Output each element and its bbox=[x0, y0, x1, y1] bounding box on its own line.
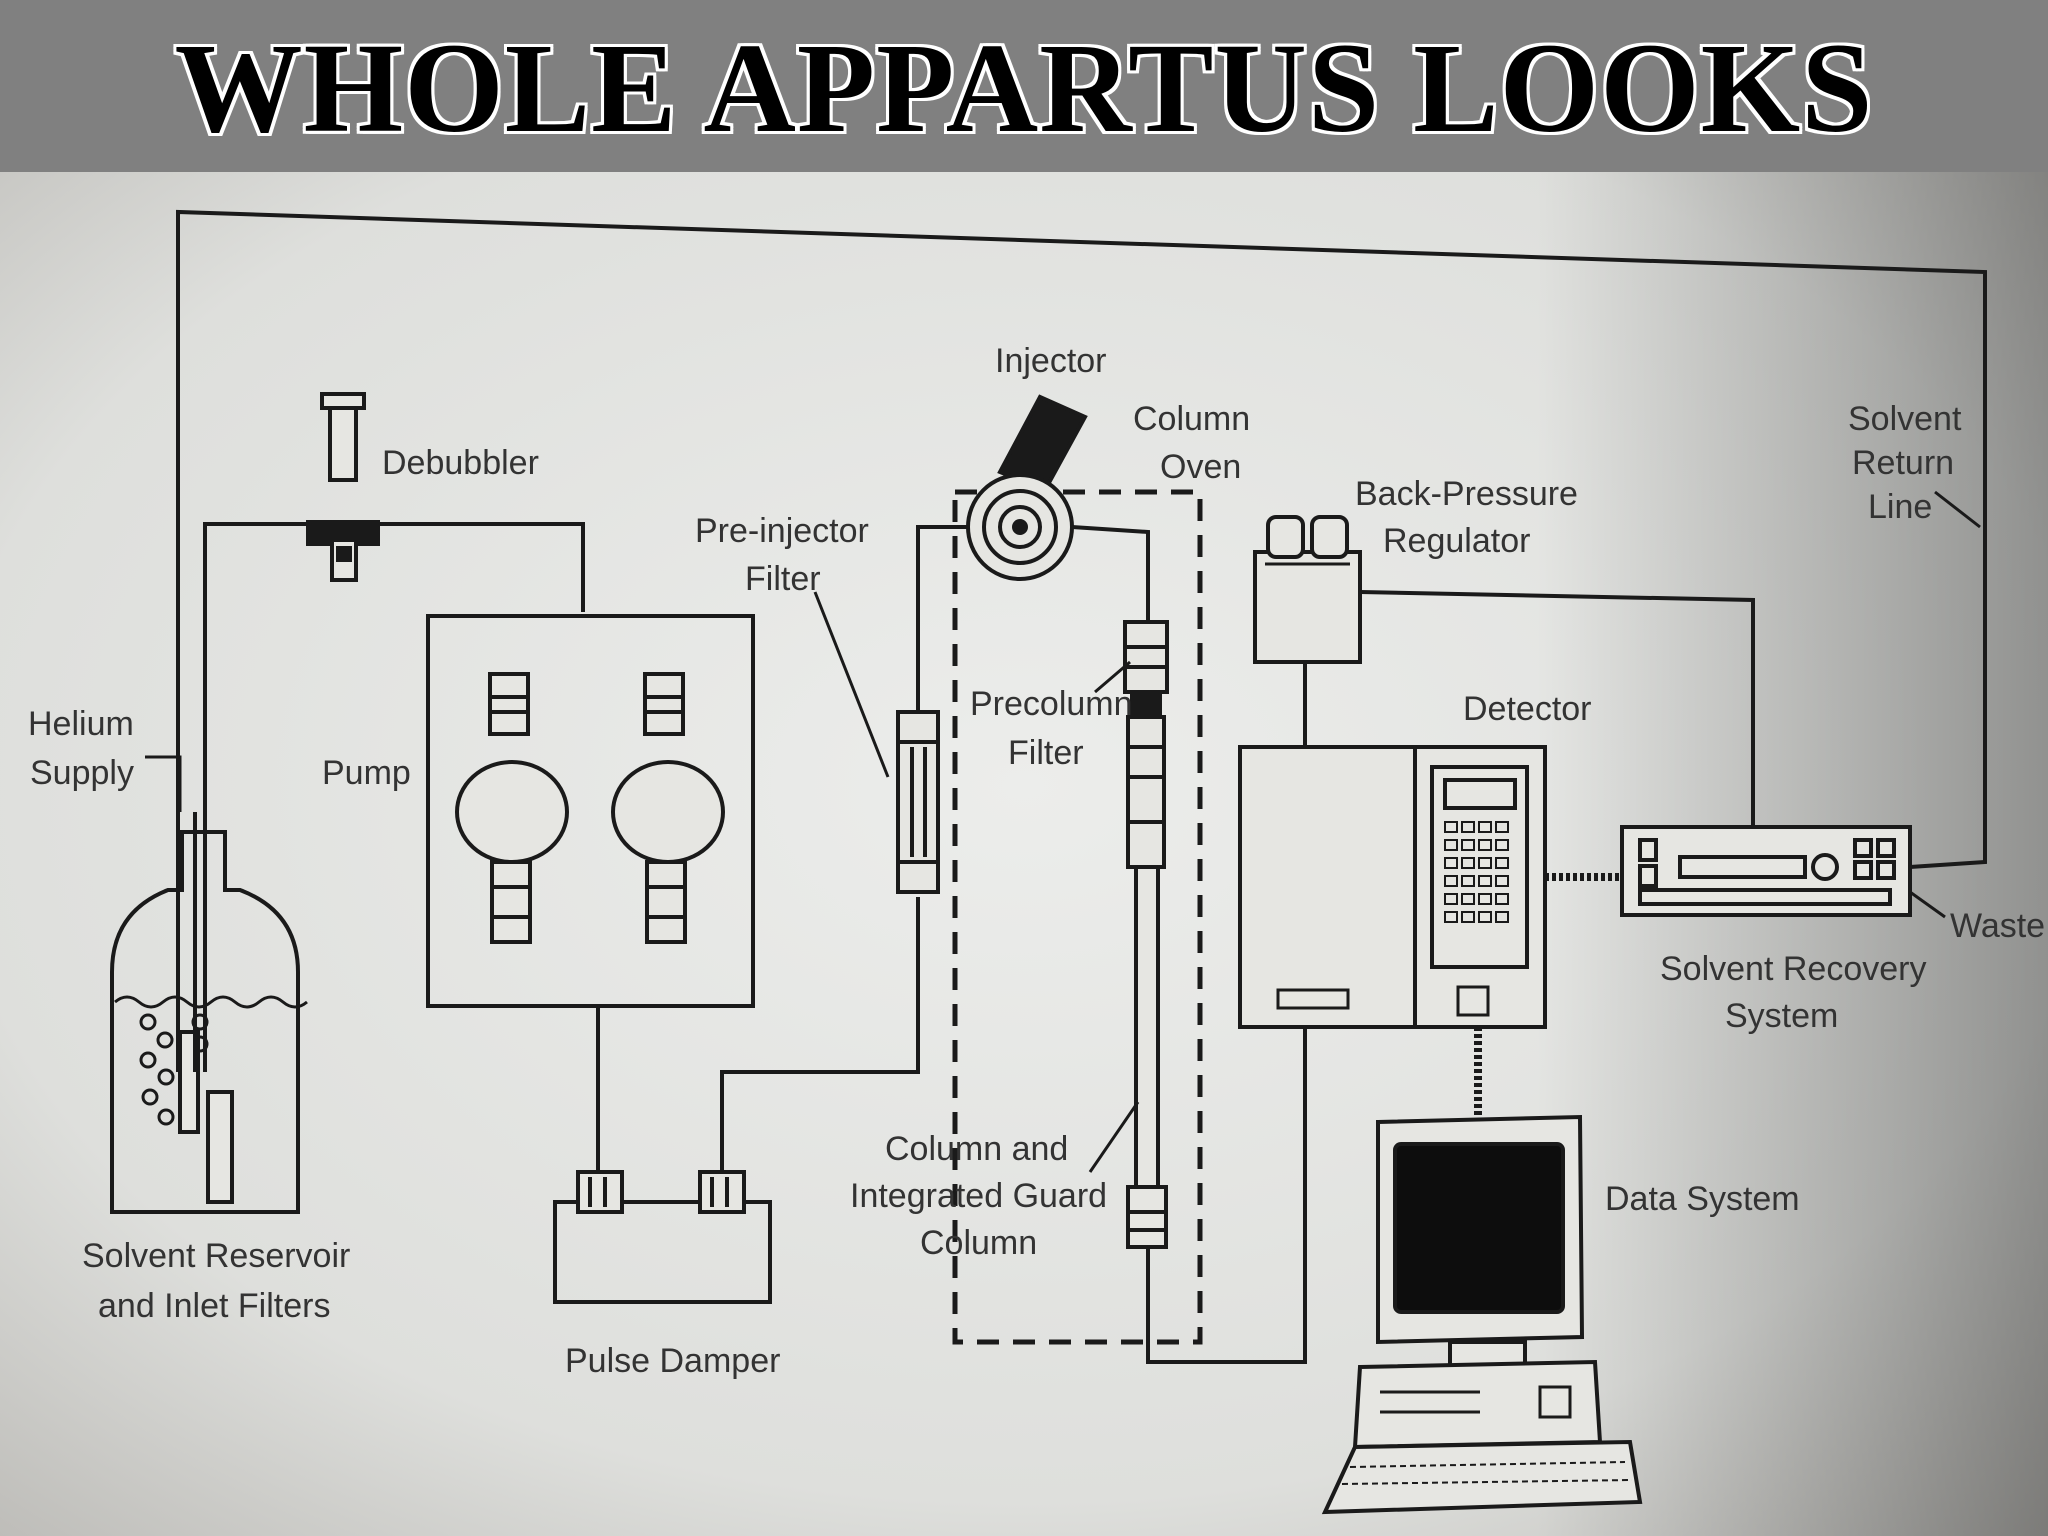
column-to-detector-line bbox=[1146, 1027, 1307, 1364]
data-system-computer bbox=[1352, 1359, 1603, 1450]
label-recovery-line1: Solvent Recovery bbox=[1660, 950, 1926, 988]
solvent-reservoir bbox=[110, 830, 300, 1214]
label-reservoir-line2: and Inlet Filters bbox=[98, 1287, 330, 1325]
analytical-column bbox=[1126, 715, 1168, 1249]
data-system-monitor bbox=[1376, 1114, 1585, 1369]
pump-housing bbox=[426, 614, 755, 1008]
label-data-system: Data System bbox=[1605, 1180, 1800, 1218]
back-pressure-regulator bbox=[1253, 515, 1362, 664]
precolumn-filter bbox=[1123, 620, 1169, 719]
label-pre-injector-line2: Filter bbox=[745, 560, 821, 598]
column-guard-leader bbox=[1088, 1101, 1140, 1173]
pre-injector-filter bbox=[896, 710, 940, 894]
label-pump: Pump bbox=[322, 754, 411, 792]
damper-to-filter-line bbox=[720, 897, 920, 1172]
label-solvent-return-line2: Return bbox=[1852, 444, 1954, 482]
helium-leader bbox=[145, 755, 182, 812]
pre-injector-leader bbox=[813, 591, 890, 778]
title-bar: WHOLE APPARTUS LOOKS LIKE bbox=[0, 0, 2048, 298]
label-debubbler: Debubbler bbox=[382, 444, 539, 482]
label-column-oven-line1: Column bbox=[1133, 400, 1250, 438]
injector-to-column-line bbox=[1071, 525, 1150, 622]
waste-leader bbox=[1909, 890, 1946, 919]
data-system-keyboard bbox=[1321, 1439, 1643, 1515]
pump-head-left bbox=[455, 672, 569, 944]
label-precolumn-line2: Filter bbox=[1008, 734, 1084, 772]
label-helium-line2: Supply bbox=[30, 754, 134, 792]
solvent-return-line bbox=[176, 209, 1987, 1072]
column-oven bbox=[952, 489, 1203, 1345]
detector-keypad bbox=[1444, 821, 1509, 923]
label-column-guard-line2: Integrated Guard bbox=[850, 1177, 1107, 1215]
hplc-diagram-photo: Injector Column Oven Debubbler Pre-injec… bbox=[0, 172, 2048, 1536]
label-solvent-return-line3: Line bbox=[1868, 488, 1932, 526]
label-column-guard-line3: Column bbox=[920, 1224, 1037, 1262]
pulse-damper bbox=[553, 1170, 772, 1304]
label-back-pressure-line2: Regulator bbox=[1383, 522, 1530, 560]
label-column-guard-line1: Column and bbox=[885, 1130, 1068, 1168]
label-helium-line1: Helium bbox=[28, 705, 134, 743]
inlet-line bbox=[203, 522, 585, 1072]
label-injector: Injector bbox=[995, 342, 1107, 380]
injector bbox=[966, 394, 1088, 581]
detector bbox=[1238, 745, 1547, 1029]
label-reservoir-line1: Solvent Reservoir bbox=[82, 1237, 350, 1275]
label-precolumn-line1: Precolumn bbox=[970, 685, 1133, 723]
regulator-to-recovery-line bbox=[1359, 590, 1755, 827]
precolumn-leader bbox=[1094, 660, 1131, 694]
reservoir-bubbles bbox=[139, 1013, 209, 1126]
reservoir-liquid-surface bbox=[114, 995, 308, 1009]
label-detector: Detector bbox=[1463, 690, 1592, 728]
label-pulse-damper: Pulse Damper bbox=[565, 1342, 780, 1380]
label-column-oven-line2: Oven bbox=[1160, 448, 1241, 486]
pump-head-right bbox=[611, 672, 725, 944]
label-recovery-line2: System bbox=[1725, 997, 1838, 1035]
filter-to-injector-line bbox=[916, 525, 975, 712]
label-solvent-return-line1: Solvent bbox=[1848, 400, 1962, 438]
return-line-leader bbox=[1934, 490, 1981, 529]
label-waste: Waste bbox=[1950, 907, 2045, 945]
label-pre-injector-line1: Pre-injector bbox=[695, 512, 869, 550]
inlet-filter-2 bbox=[206, 1090, 234, 1204]
solvent-recovery-system bbox=[1620, 825, 1912, 917]
label-back-pressure-line1: Back-Pressure bbox=[1355, 475, 1578, 513]
